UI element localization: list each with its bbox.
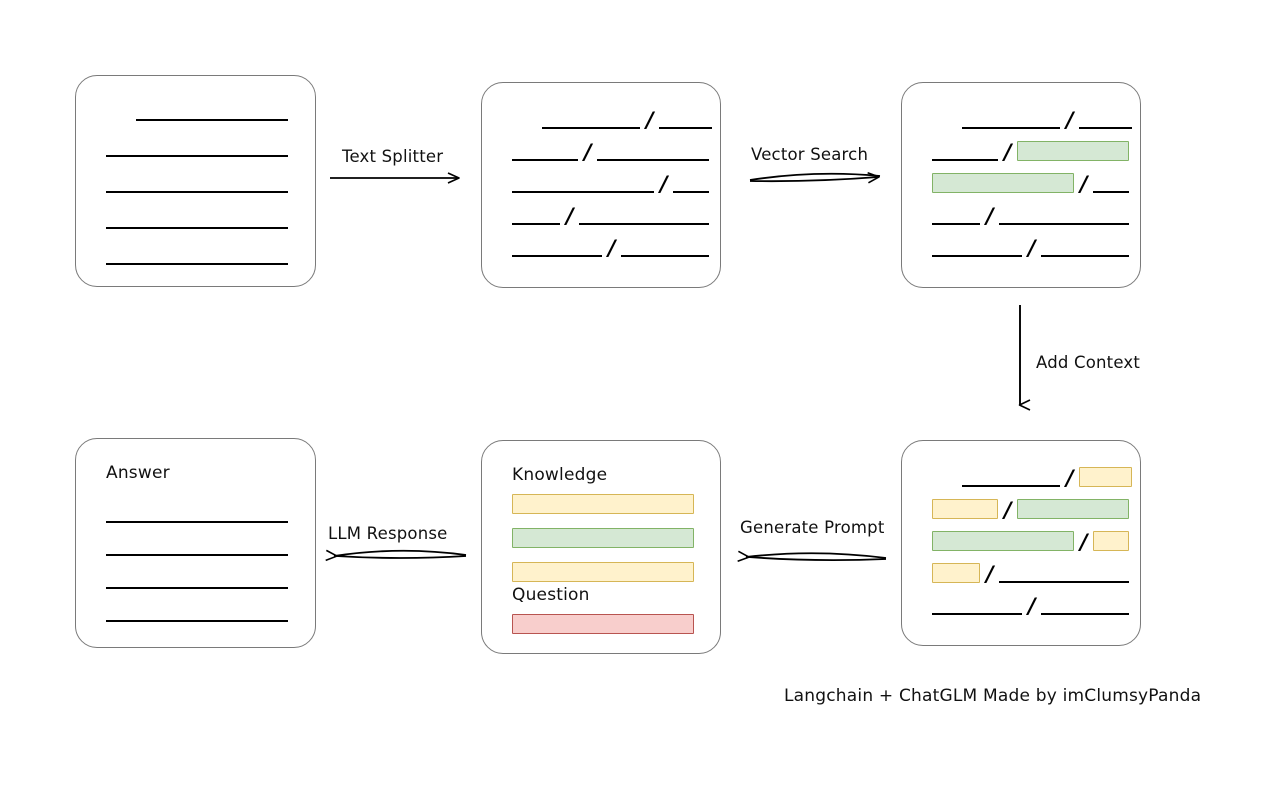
text-line [932, 159, 998, 161]
highlighted-chunk-yellow [932, 499, 998, 519]
chunk-separator-slash: / [1080, 172, 1088, 196]
node-content-split-chunks: / / / / / [482, 83, 720, 287]
edge-label-generate-prompt: Generate Prompt [740, 518, 885, 537]
text-line [542, 127, 640, 129]
text-line [512, 223, 560, 225]
edge-vector-search [749, 172, 881, 184]
highlighted-chunk-yellow [1079, 467, 1132, 487]
chunk-separator-slash: / [1004, 140, 1012, 164]
text-line [106, 227, 288, 229]
highlighted-chunk-green [932, 173, 1074, 193]
chunk-separator-slash: / [660, 172, 668, 196]
text-line [932, 613, 1022, 615]
text-line [512, 255, 602, 257]
text-line [106, 191, 288, 193]
text-line [673, 191, 709, 193]
text-line [106, 554, 288, 556]
chunk-separator-slash: / [1028, 594, 1036, 618]
text-line [106, 521, 288, 523]
node-context-chunks[interactable]: / / / / / [901, 440, 1141, 646]
text-line [106, 620, 288, 622]
text-line [106, 263, 288, 265]
chunk-separator-slash: / [584, 140, 592, 164]
question-label: Question [512, 585, 590, 605]
highlighted-chunk-green [1017, 499, 1129, 519]
text-line [597, 159, 709, 161]
chunk-separator-slash: / [1004, 498, 1012, 522]
node-content-context-chunks: / / / / / [902, 441, 1140, 645]
node-matched-chunks[interactable]: / / / / / [901, 82, 1141, 288]
chunk-separator-slash: / [646, 108, 654, 132]
chunk-separator-slash: / [1080, 530, 1088, 554]
text-line [1041, 255, 1129, 257]
text-line [106, 587, 288, 589]
diagram-caption: Langchain + ChatGLM Made by imClumsyPand… [784, 686, 1202, 706]
node-content-matched-chunks: / / / / / [902, 83, 1140, 287]
edge-label-llm-response: LLM Response [328, 524, 448, 543]
chunk-separator-slash: / [986, 562, 994, 586]
knowledge-bar-1-green [512, 528, 694, 548]
knowledge-bar-2-yellow [512, 562, 694, 582]
edge-generate-prompt [737, 550, 887, 562]
text-line [932, 255, 1022, 257]
text-line [1093, 191, 1129, 193]
edge-label-add-context: Add Context [1036, 353, 1141, 372]
edge-llm-response [325, 549, 467, 562]
node-prompt[interactable]: Knowledge Question [481, 440, 721, 654]
text-line [999, 223, 1129, 225]
text-line [659, 127, 712, 129]
text-line [932, 223, 980, 225]
chunk-separator-slash: / [1066, 108, 1074, 132]
node-content-answer [76, 439, 315, 647]
text-line [136, 119, 288, 121]
text-line [962, 127, 1060, 129]
chunk-separator-slash: / [1028, 236, 1036, 260]
edge-label-text-splitter: Text Splitter [342, 147, 444, 166]
knowledge-bar-0-yellow [512, 494, 694, 514]
chunk-separator-slash: / [566, 204, 574, 228]
text-line [962, 485, 1060, 487]
node-content-prompt [482, 441, 720, 653]
question-bar-0-red [512, 614, 694, 634]
edge-label-vector-search: Vector Search [751, 145, 869, 164]
text-line [621, 255, 709, 257]
node-content-source-document [76, 76, 315, 286]
highlighted-chunk-yellow [932, 563, 980, 583]
highlighted-chunk-green [932, 531, 1074, 551]
answer-label: Answer [106, 463, 170, 483]
text-line [512, 159, 578, 161]
highlighted-chunk-green [1017, 141, 1129, 161]
chunk-separator-slash: / [1066, 466, 1074, 490]
node-answer[interactable]: Answer [75, 438, 316, 648]
node-split-chunks[interactable]: / / / / / [481, 82, 721, 288]
text-line [579, 223, 709, 225]
text-line [106, 155, 288, 157]
text-line [1079, 127, 1132, 129]
text-line [1041, 613, 1129, 615]
node-source-document[interactable] [75, 75, 316, 287]
highlighted-chunk-yellow [1093, 531, 1129, 551]
chunk-separator-slash: / [986, 204, 994, 228]
chunk-separator-slash: / [608, 236, 616, 260]
text-line [999, 581, 1129, 583]
text-line [512, 191, 654, 193]
knowledge-label: Knowledge [512, 465, 608, 485]
